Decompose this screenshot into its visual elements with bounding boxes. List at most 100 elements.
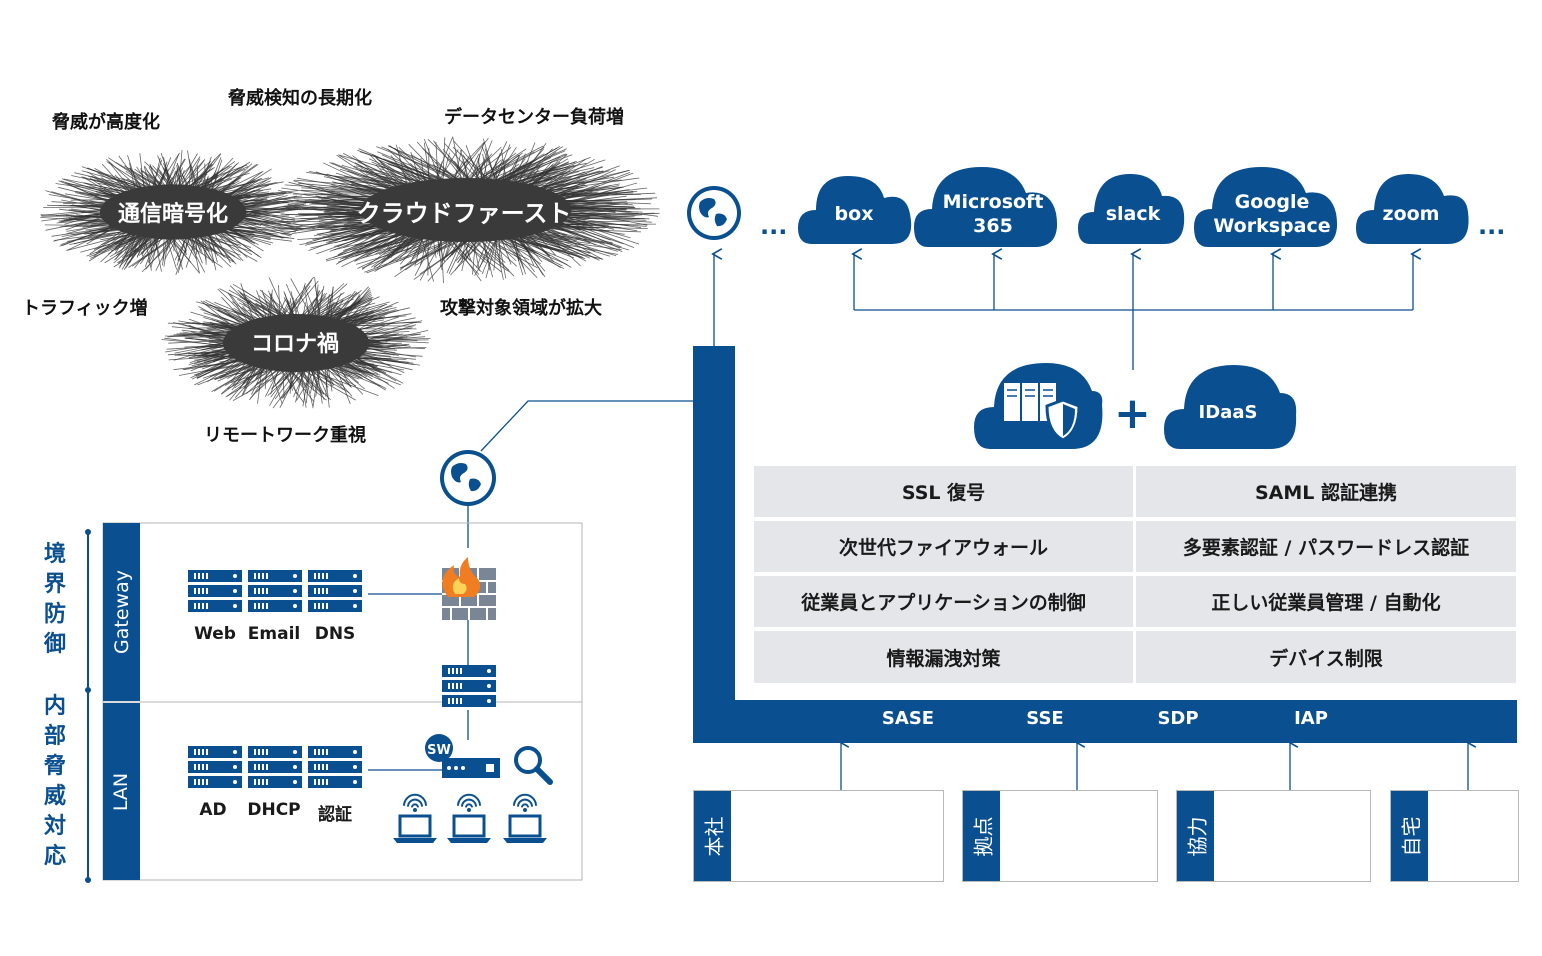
server-led: [293, 604, 297, 608]
site-partner: 協力: [1176, 790, 1371, 882]
server-vent: [206, 764, 208, 770]
globe-icon: [687, 186, 741, 240]
server-vent: [460, 698, 462, 704]
server-vent: [318, 749, 320, 755]
server-unit: [188, 585, 242, 597]
server-vent: [266, 573, 268, 579]
site-label: 本社: [694, 791, 731, 881]
server-vent: [448, 668, 450, 674]
threat-keyword: トラフィック増: [22, 298, 148, 319]
wifi-arc: [517, 798, 533, 807]
server-label: AD: [199, 800, 227, 820]
threat-keyword: リモートワーク重視: [204, 425, 366, 446]
server-vent: [314, 573, 316, 579]
feature-cell: 情報漏洩対策: [754, 631, 1133, 683]
server-vent: [326, 588, 328, 594]
server-vent: [258, 764, 260, 770]
server-vent: [322, 779, 324, 785]
wifi-dot: [523, 808, 527, 812]
server-vent: [206, 749, 208, 755]
server-vent: [254, 573, 256, 579]
server-vent: [456, 683, 458, 689]
server-vent: [254, 603, 256, 609]
server-vent: [318, 764, 320, 770]
server-vent: [262, 749, 264, 755]
server-shield-icon: [1004, 383, 1081, 442]
server-unit: [308, 600, 362, 612]
server-unit: [442, 680, 496, 692]
server-vent: [266, 764, 268, 770]
server-led: [487, 699, 491, 703]
server-vent: [456, 698, 458, 704]
site-branch: 拠点: [962, 790, 1158, 882]
site-headquarters: 本社: [693, 790, 944, 882]
server-unit: [188, 776, 242, 788]
lan-zone-tab: [103, 703, 140, 880]
server-vent: [266, 779, 268, 785]
server-unit: [248, 585, 302, 597]
server-vent: [266, 749, 268, 755]
feature-cell: SAML 認証連携: [1136, 466, 1516, 517]
server-vent: [326, 603, 328, 609]
saas-slack: slack: [1105, 203, 1161, 225]
zone-label-lan: LAN: [110, 772, 133, 811]
wifi-arc: [521, 803, 529, 808]
server-vent: [318, 603, 320, 609]
feature-cell: 次世代ファイアウォール: [754, 521, 1133, 572]
laptop-screen: [452, 814, 486, 838]
wifi-arc: [461, 798, 477, 807]
server-vent: [318, 779, 320, 785]
perimeter-defense-label: 境界防御: [43, 542, 66, 657]
server-led: [293, 750, 297, 754]
server-vent: [314, 749, 316, 755]
server-vent: [262, 779, 264, 785]
server-unit: [248, 570, 302, 582]
server-vent: [326, 573, 328, 579]
server-vent: [194, 764, 196, 770]
server-vent: [322, 573, 324, 579]
site-label: 自宅: [1391, 791, 1428, 881]
server-led: [487, 684, 491, 688]
wifi-dot: [467, 808, 471, 812]
insider-threat-label: 内部脅威対応: [43, 694, 66, 869]
laptop-base: [393, 838, 437, 843]
server-led: [293, 589, 297, 593]
legacy-globe-icon: [440, 450, 496, 506]
server-vent: [266, 603, 268, 609]
wifi-arc: [457, 793, 481, 806]
saas-box: box: [834, 203, 874, 225]
laptop-base: [447, 838, 491, 843]
server-vent: [254, 749, 256, 755]
server-links: [368, 593, 442, 771]
server-vent: [258, 779, 260, 785]
server-led: [233, 765, 237, 769]
server-led: [293, 765, 297, 769]
server-vent: [202, 603, 204, 609]
server-unit: [188, 570, 242, 582]
server-label: Web: [194, 624, 236, 644]
server-vent: [452, 698, 454, 704]
gateway-zone-tab: [103, 523, 140, 701]
server-vent: [258, 573, 260, 579]
server-vent: [322, 764, 324, 770]
server-vent: [194, 573, 196, 579]
saas-google-workspace: Google Workspace: [1213, 191, 1331, 237]
plus-sign: +: [1114, 388, 1151, 439]
firewall-icon: [442, 557, 496, 740]
laptop-screen: [398, 814, 432, 838]
server-vent: [198, 573, 200, 579]
server-vent: [198, 588, 200, 594]
ellipsis: ...: [1478, 212, 1506, 240]
server-vent: [202, 588, 204, 594]
threat-keyword: 脅威が高度化: [52, 112, 160, 133]
server-led: [233, 574, 237, 578]
feature-cell: 多要素認証 / パスワードレス認証: [1136, 521, 1516, 572]
server-vent: [460, 683, 462, 689]
threat-cloud-label: 通信暗号化: [117, 202, 229, 227]
framework-vertical-bar: [693, 346, 735, 743]
feature-cell: 従業員とアプリケーションの制御: [754, 576, 1133, 627]
server-vent: [314, 779, 316, 785]
connectors: [480, 254, 1468, 790]
wifi-arc: [465, 803, 473, 808]
